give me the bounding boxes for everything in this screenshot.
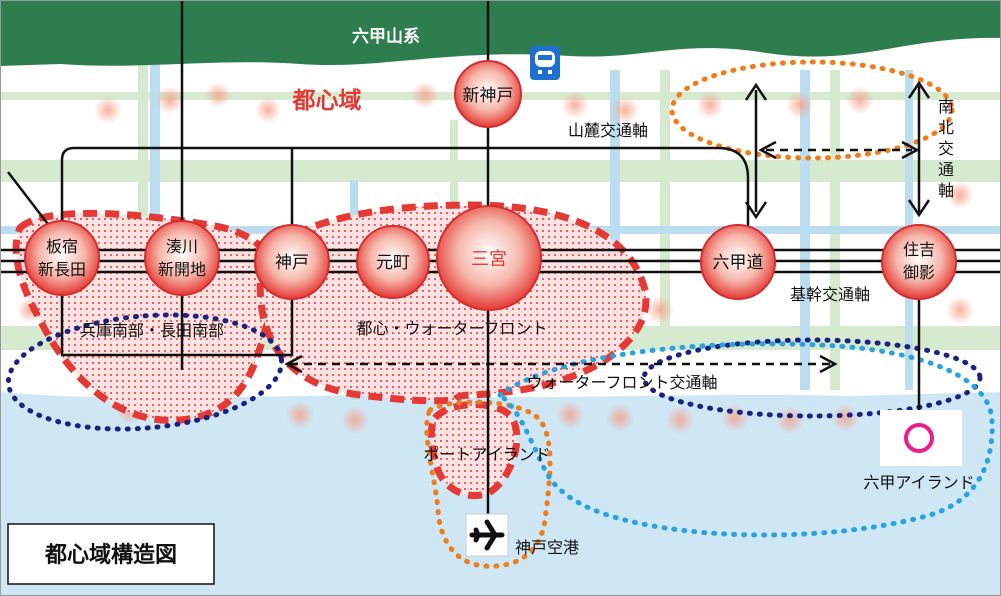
- mountain-label: 六甲山系: [352, 26, 420, 47]
- svg-text:交: 交: [938, 139, 954, 158]
- station-label: 新開地: [158, 260, 206, 279]
- rokko-island-label: 六甲アイランド: [863, 473, 974, 492]
- station-sannomiya: 三宮: [436, 205, 542, 311]
- hyogo-area-label: 兵庫南部・長田南部: [80, 321, 224, 340]
- station-label: 六甲道: [713, 253, 764, 273]
- kikan-axis-label: 基幹交通軸: [790, 285, 870, 304]
- station-label: 新長田: [38, 260, 86, 279]
- toshin-zone-label: 都心域: [292, 87, 362, 114]
- toshin-red-zone: [256, 201, 650, 405]
- rokko-island: [880, 410, 962, 466]
- orange-zone-port: [424, 399, 553, 569]
- station-label: 板宿: [46, 237, 78, 256]
- station-label: 三宮: [471, 249, 507, 270]
- svg-text:通: 通: [938, 160, 954, 179]
- airplane-icon: [465, 513, 509, 557]
- shinkansen-icon: [530, 46, 560, 80]
- svg-text:北: 北: [938, 118, 954, 137]
- axis-arrows: [284, 80, 931, 374]
- station-label: 御影: [903, 263, 935, 282]
- station-minatogawa: 湊川 新開地: [144, 220, 220, 296]
- sea: [0, 392, 1001, 596]
- orange-zone-ne: [669, 59, 955, 161]
- toshin-waterfront-label: 都心・ウォーターフロント: [356, 319, 547, 338]
- mountain-range: [0, 0, 1001, 66]
- svg-text:南: 南: [938, 97, 954, 116]
- station-sumiyoshi: 住吉 御影: [881, 224, 957, 300]
- station-label: 住吉: [903, 240, 935, 259]
- nanboku-axis-label: 南 北 交 通 軸: [938, 97, 954, 200]
- sanroku-axis-label: 山麓交通軸: [568, 121, 648, 140]
- navy-zone-east: [641, 337, 983, 419]
- station-shinkobe: 新神戸: [454, 60, 522, 128]
- waterfront-axis-label: ウォーターフロント交通軸: [526, 373, 717, 392]
- station-label: 神戸: [275, 253, 309, 273]
- station-kobe: 神戸: [254, 224, 330, 300]
- station-itayado: 板宿 新長田: [24, 220, 100, 296]
- svg-text:軸: 軸: [938, 181, 954, 200]
- airport-label: 神戸空港: [515, 538, 579, 557]
- map-title: 都心域構造図: [44, 542, 177, 568]
- station-motomachi: 元町: [356, 225, 430, 299]
- station-label: 湊川: [166, 237, 198, 256]
- navy-zone-west: [5, 312, 285, 432]
- title-box: 都心域構造図: [7, 523, 215, 585]
- port-island-label: ポートアイランド: [423, 445, 550, 464]
- station-label: 新神戸: [463, 86, 514, 106]
- station-label: 元町: [376, 253, 410, 273]
- station-rokkomichi: 六甲道: [700, 224, 776, 300]
- sky-zone: [495, 341, 995, 538]
